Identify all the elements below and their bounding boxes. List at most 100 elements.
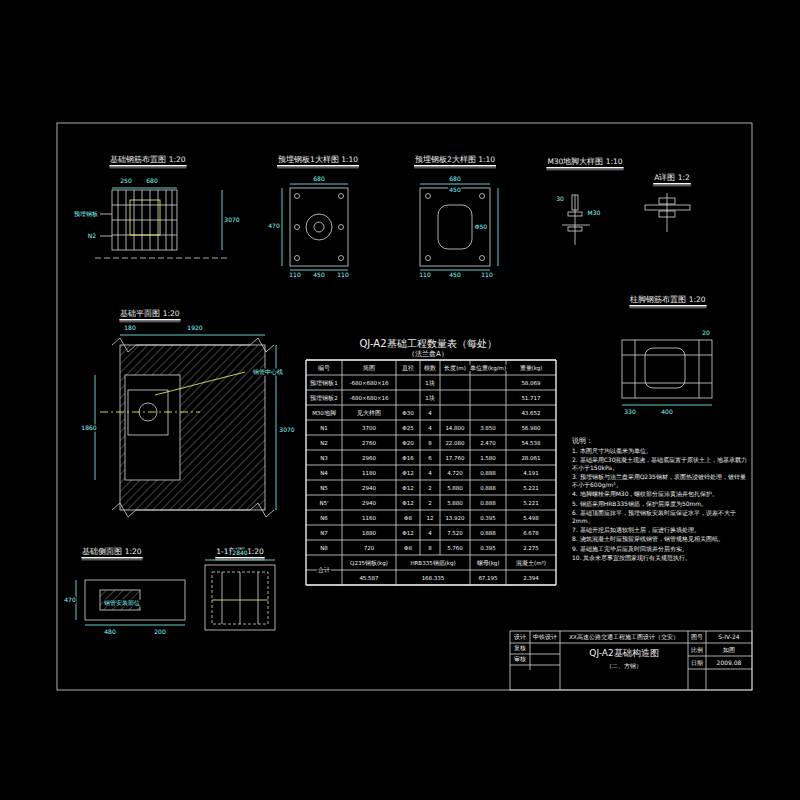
- table-cell: 3.850: [479, 424, 497, 430]
- table-rule: [470, 360, 471, 555]
- table-cell: -680×680×16: [348, 379, 389, 385]
- table-cell: Φ8: [403, 514, 413, 520]
- table-rule: [306, 450, 556, 451]
- table-cell: 1块: [424, 379, 436, 385]
- table-cell: 22.080: [444, 439, 465, 445]
- table-cell: 6.678: [522, 529, 540, 535]
- table-cell: 2: [427, 484, 433, 490]
- table-rule: [396, 360, 397, 555]
- side-view: [76, 580, 185, 625]
- table-cell: 见大样图: [356, 409, 382, 415]
- dimension-label: 470: [267, 223, 280, 230]
- table-cell: Φ30: [401, 409, 414, 415]
- dimension-label: 钢管安装部位: [103, 600, 141, 607]
- table-rule: [306, 510, 556, 511]
- table-rule: [440, 360, 441, 555]
- note-line: 10. 其余未尽事宜按国家现行有关规范执行。: [572, 554, 750, 562]
- table-rule: [506, 360, 507, 555]
- table-rule: [306, 584, 556, 585]
- table-cell: M30地脚: [311, 409, 337, 415]
- dimension-label: 3070: [278, 427, 295, 434]
- note-line: 3. 预埋钢板与法兰盘采用Q235钢材，表面热浸镀锌处理，镀锌量不小于600g/…: [572, 473, 750, 489]
- notes-heading: 说明：: [572, 437, 750, 445]
- table-rule: [306, 435, 556, 436]
- table-header: 直径: [401, 364, 415, 370]
- title-block-text: S-IV-24: [717, 634, 740, 641]
- dimension-label: 450: [448, 187, 461, 194]
- table-cell: 0.888: [479, 529, 497, 535]
- title-underline: [119, 321, 180, 322]
- table-cell: 28.061: [520, 454, 541, 460]
- dimension-label: 680: [448, 176, 461, 183]
- column-rebar-layout: [622, 340, 712, 405]
- table-cell: 5.880: [446, 499, 464, 505]
- table-cell: 58.069: [520, 379, 541, 385]
- dimension-label: 180: [123, 325, 136, 332]
- table-rule: [306, 390, 556, 391]
- table-cell: N7: [319, 529, 329, 535]
- table-cell: 2.470: [479, 439, 497, 445]
- table-rule: [420, 360, 421, 555]
- note-line: 5. 钢筋采用HRB335钢筋，保护层厚度为50mm。: [572, 500, 750, 508]
- table-cell: 1块: [424, 394, 436, 400]
- dimension-label: M30: [587, 210, 602, 217]
- table-cell: 13.920: [444, 514, 465, 520]
- plate-1-detail: [282, 184, 348, 270]
- title-underline: [629, 305, 706, 306]
- dimension-label: 110: [288, 272, 301, 279]
- dimension-label: 110: [480, 272, 493, 279]
- dimension-label: 110: [418, 272, 431, 279]
- table-rule: [306, 555, 556, 556]
- table-header: 单位重(kg/m): [469, 364, 507, 370]
- table-cell: 43.652: [520, 409, 541, 415]
- view-title: 基础钢筋布置图 1:20: [109, 156, 186, 165]
- table-cell: 5.498: [522, 514, 540, 520]
- table-cell: 3700: [361, 424, 377, 430]
- table-cell: 4: [427, 529, 433, 535]
- table-cell: N5': [318, 499, 329, 505]
- table-cell: 12: [426, 514, 435, 520]
- table-cell: 8: [427, 439, 433, 445]
- title-underline: [215, 557, 264, 558]
- anchor-bolt-detail: [562, 195, 590, 245]
- title-underline: [109, 167, 186, 168]
- table-rule: [555, 555, 556, 585]
- view-title: M30地脚大样图 1:10: [546, 158, 623, 167]
- table-header: 简图: [362, 364, 376, 370]
- title-block-text: 比例: [690, 647, 704, 654]
- detail-a: [645, 193, 690, 232]
- table-cell: 5.221: [522, 484, 540, 490]
- title-underline: [414, 165, 496, 166]
- dimension-label: 预埋钢板: [73, 211, 99, 218]
- table-cell: 4: [427, 469, 433, 475]
- title-underline: [81, 559, 142, 560]
- table-cell: 2.275: [522, 544, 540, 550]
- table-cell: 预埋钢板2: [309, 394, 339, 400]
- table-cell: Φ25: [401, 424, 414, 430]
- table-cell: 67.195: [477, 574, 498, 580]
- table-cell: 14.800: [444, 424, 465, 430]
- title-block-text: 中铁设计: [532, 634, 558, 641]
- table-rule: [306, 480, 556, 481]
- table-cell: 2960: [361, 454, 377, 460]
- table-rule: [305, 360, 306, 555]
- table-cell: 17.760: [444, 454, 465, 460]
- table-cell: 2940: [361, 484, 377, 490]
- table-cell: 45.587: [358, 574, 379, 580]
- title-underline: [109, 165, 186, 166]
- table-cell: 1.580: [479, 454, 497, 460]
- dimension-label: 20: [701, 330, 711, 337]
- table-cell: 6: [427, 454, 433, 460]
- table-cell: 1880: [361, 529, 377, 535]
- table-cell: 2.394: [522, 574, 540, 580]
- table-rule: [396, 555, 397, 585]
- view-title: 基础侧面图 1:20: [81, 548, 142, 557]
- title-block-text: XX高速公路交通工程施工图设计（交安）: [568, 634, 680, 640]
- title-underline: [277, 165, 359, 166]
- table-header: 重量(kg): [519, 364, 544, 370]
- title-underline: [414, 167, 496, 168]
- title-block-text: （二、方钢）: [605, 663, 643, 670]
- dimension-label: 470: [63, 597, 76, 604]
- table-subtitle: （法兰盘A）: [407, 350, 449, 358]
